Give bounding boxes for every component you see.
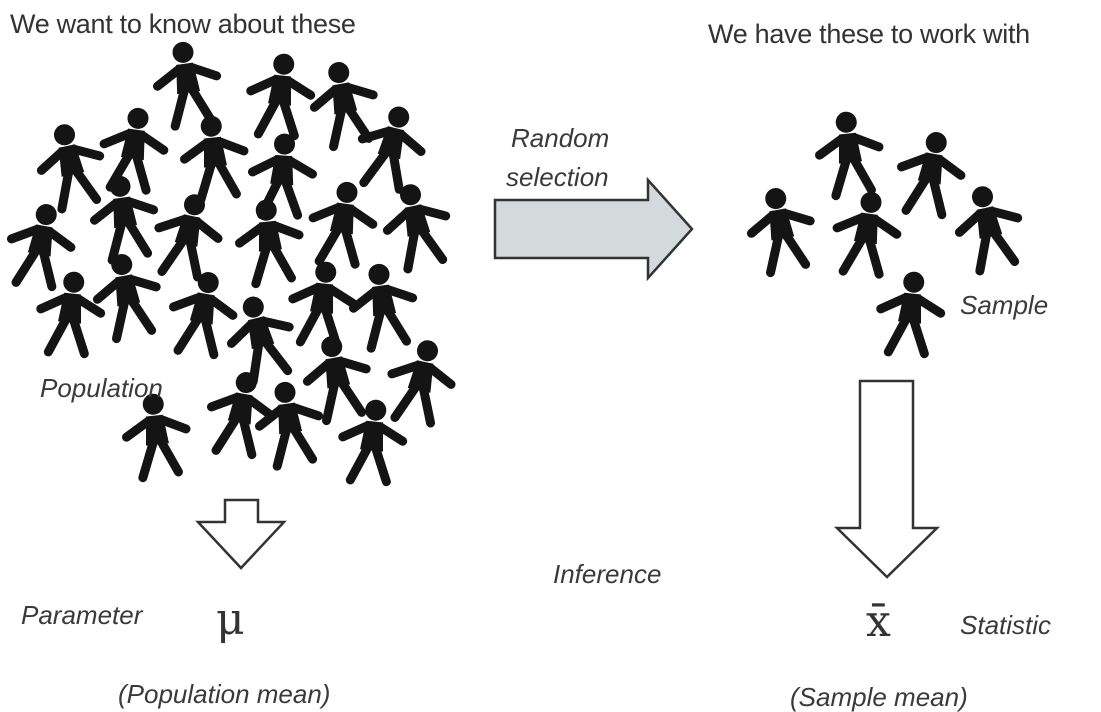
person-icon <box>379 179 455 272</box>
parameter-arrow <box>195 498 287 570</box>
person-icon <box>894 127 967 218</box>
person-icon <box>831 188 902 278</box>
person-icon <box>90 249 163 340</box>
person-icon <box>744 183 817 274</box>
statistic-symbol: x̄ <box>866 596 891 647</box>
statistic-label: Statistic <box>960 610 1052 640</box>
person-icon <box>122 391 190 479</box>
person-icon <box>307 178 378 268</box>
person-icon <box>150 189 226 282</box>
sample-mean-label: (Sample mean) <box>790 682 968 712</box>
person-icon <box>352 100 430 194</box>
parameter-label: Parameter <box>21 600 143 630</box>
inference-arrow <box>833 379 941 579</box>
person-icon <box>348 260 419 350</box>
person-icon <box>288 259 356 347</box>
person-icon <box>815 109 883 197</box>
person-icon <box>222 290 300 384</box>
sample-label: Sample <box>960 290 1049 320</box>
person-icon <box>951 181 1027 274</box>
inference-label: Inference <box>553 559 662 589</box>
person-icon <box>876 269 944 357</box>
population-mean-label: (Population mean) <box>118 679 331 709</box>
header-population: We want to know about these <box>10 9 356 39</box>
person-icon <box>383 335 459 428</box>
random-selection-label: Random <box>511 123 610 153</box>
person-icon <box>152 38 223 128</box>
random-selection-label-2: selection <box>506 162 609 192</box>
person-icon <box>246 51 314 139</box>
person-icon <box>180 113 248 201</box>
random-selection-arrow <box>493 176 694 282</box>
header-sample: We have these to work with <box>708 19 1030 49</box>
person-icon <box>204 367 277 458</box>
person-icon <box>254 378 325 468</box>
population-group <box>4 38 459 485</box>
parameter-symbol: μ <box>216 594 245 645</box>
population-label: Population <box>40 373 163 403</box>
person-icon <box>33 119 109 212</box>
person-icon <box>98 104 169 194</box>
